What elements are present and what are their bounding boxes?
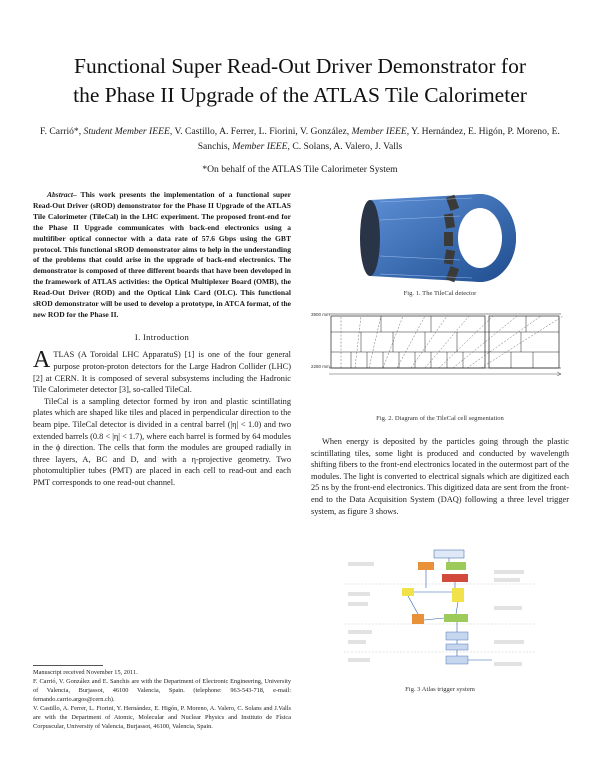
fig2-extended-outline <box>488 315 560 369</box>
section-heading-introduction: I. Introduction <box>134 331 190 342</box>
author-3-role: Member IEEE <box>232 141 288 152</box>
fig2-axes <box>329 371 562 377</box>
author-2-role: Member IEEE <box>351 126 407 137</box>
title-line-1: Functional Super Read-Out Driver Demonst… <box>74 54 526 78</box>
fig3-rod-box <box>412 614 424 624</box>
fig3-detector-box <box>433 549 465 559</box>
fig3-caption: Fig. 3 Atlas trigger system <box>405 686 475 693</box>
footnote-received: Manuscript received November 15, 2011. <box>33 669 138 676</box>
abstract-text: – This work presents the implementation … <box>33 190 291 319</box>
cell-segmentation-figure: 3900 mm 2280 mm <box>311 312 564 377</box>
fig2-y-top-label: 3900 mm <box>311 312 330 317</box>
footnote-affiliation-2: V. Castillo, A. Ferrer, L. Fiorini, Y. H… <box>33 705 291 730</box>
abstract: Abstract– This work presents the impleme… <box>33 190 291 321</box>
fig3-eventfilter-box <box>445 655 469 665</box>
detector-front-face <box>360 200 380 276</box>
detector-inner-bore <box>458 208 502 268</box>
fig3-eventbuilder-box <box>445 643 469 651</box>
fig3-level-separators <box>344 583 536 653</box>
energy-paragraph: When energy is deposited by the particle… <box>311 437 569 516</box>
fig3-pipeline-box <box>452 588 464 602</box>
fig3-calo-box <box>418 562 434 570</box>
drop-cap: A <box>33 347 51 374</box>
fig3-muon-box <box>446 562 466 570</box>
fig2-barrel-outline <box>330 315 486 369</box>
author-4: , C. Solans, A. Valero, J. Valls <box>287 141 403 152</box>
abstract-label: Abstract <box>47 190 73 199</box>
left-column: Abstract– This work presents the impleme… <box>33 190 291 489</box>
detector-module-lines <box>379 197 473 279</box>
fig3-level1-box <box>402 588 414 596</box>
author-1-role: Student Member IEEE <box>83 126 170 137</box>
author-1: F. Carrió*, <box>40 126 84 137</box>
intro-paragraph-2: TileCal is a sampling detector formed by… <box>33 396 291 487</box>
author-list: F. Carrió*, Student Member IEEE, V. Cast… <box>34 124 566 154</box>
intro-paragraph-1-text: TLAS (A Toroidal LHC ApparatuS) [1] is o… <box>33 350 291 395</box>
fig3-data-flow-arrows <box>407 558 492 661</box>
author-2: , V. Castillo, A. Ferrer, L. Fiorini, V.… <box>169 126 352 137</box>
footnote-divider <box>33 665 103 666</box>
trigger-system-figure <box>342 548 538 680</box>
fig3-level2-box <box>445 631 469 641</box>
fig2-cell-dividers <box>350 316 534 368</box>
fig3-rodb-box <box>444 614 468 622</box>
fig3-side-labels <box>348 562 524 666</box>
footnotes: Manuscript received November 15, 2011. F… <box>33 668 291 731</box>
fig3-frontend-box <box>442 574 468 582</box>
footnote-affiliation-1: F. Carrió, V. González and E. Sanchis ar… <box>33 678 291 703</box>
paper-title: Functional Super Read-Out Driver Demonst… <box>30 52 570 110</box>
fig1-caption: Fig. 1. The TileCal detector <box>403 290 477 297</box>
behalf-note: *On behalf of the ATLAS Tile Calorimeter… <box>202 164 398 175</box>
fig2-y-bottom-label: 2280 mm <box>311 364 330 369</box>
fig2-caption: Fig. 2. Diagram of the TileCal cell segm… <box>376 415 504 422</box>
author-3: , Y. Hernández, E. Higón, P. Moreno, E. … <box>197 126 560 152</box>
fig3-background <box>342 548 538 680</box>
fig2-eta-lines <box>340 315 564 369</box>
tilecal-detector-figure <box>360 194 516 283</box>
title-line-2: the Phase II Upgrade of the ATLAS Tile C… <box>73 83 527 107</box>
